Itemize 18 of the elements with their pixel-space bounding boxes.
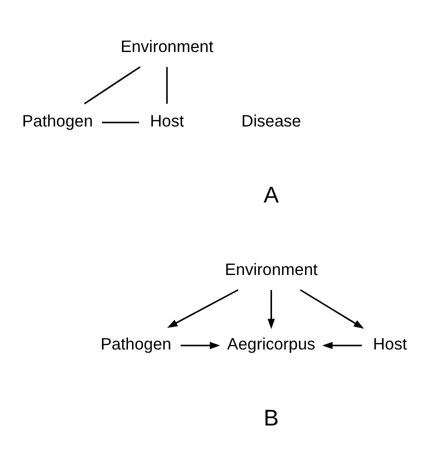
arrow	[166, 289, 238, 328]
connector	[166, 67, 168, 104]
node-text: Environment	[224, 260, 318, 280]
arrow	[299, 289, 364, 329]
arrow	[180, 342, 220, 350]
arrow	[322, 342, 362, 350]
node-text: Pathogen	[100, 334, 171, 354]
node-text: Host	[149, 111, 184, 130]
node-text: Host	[372, 334, 406, 354]
node-text: Environment	[120, 37, 213, 56]
arrow	[267, 290, 274, 330]
label: Disease	[240, 111, 301, 130]
connector	[101, 122, 139, 124]
node-text: Aegricorpus	[226, 334, 315, 354]
connector	[83, 66, 140, 104]
label: A	[263, 182, 278, 208]
node-text: Pathogen	[22, 111, 92, 130]
label: B	[263, 404, 278, 431]
